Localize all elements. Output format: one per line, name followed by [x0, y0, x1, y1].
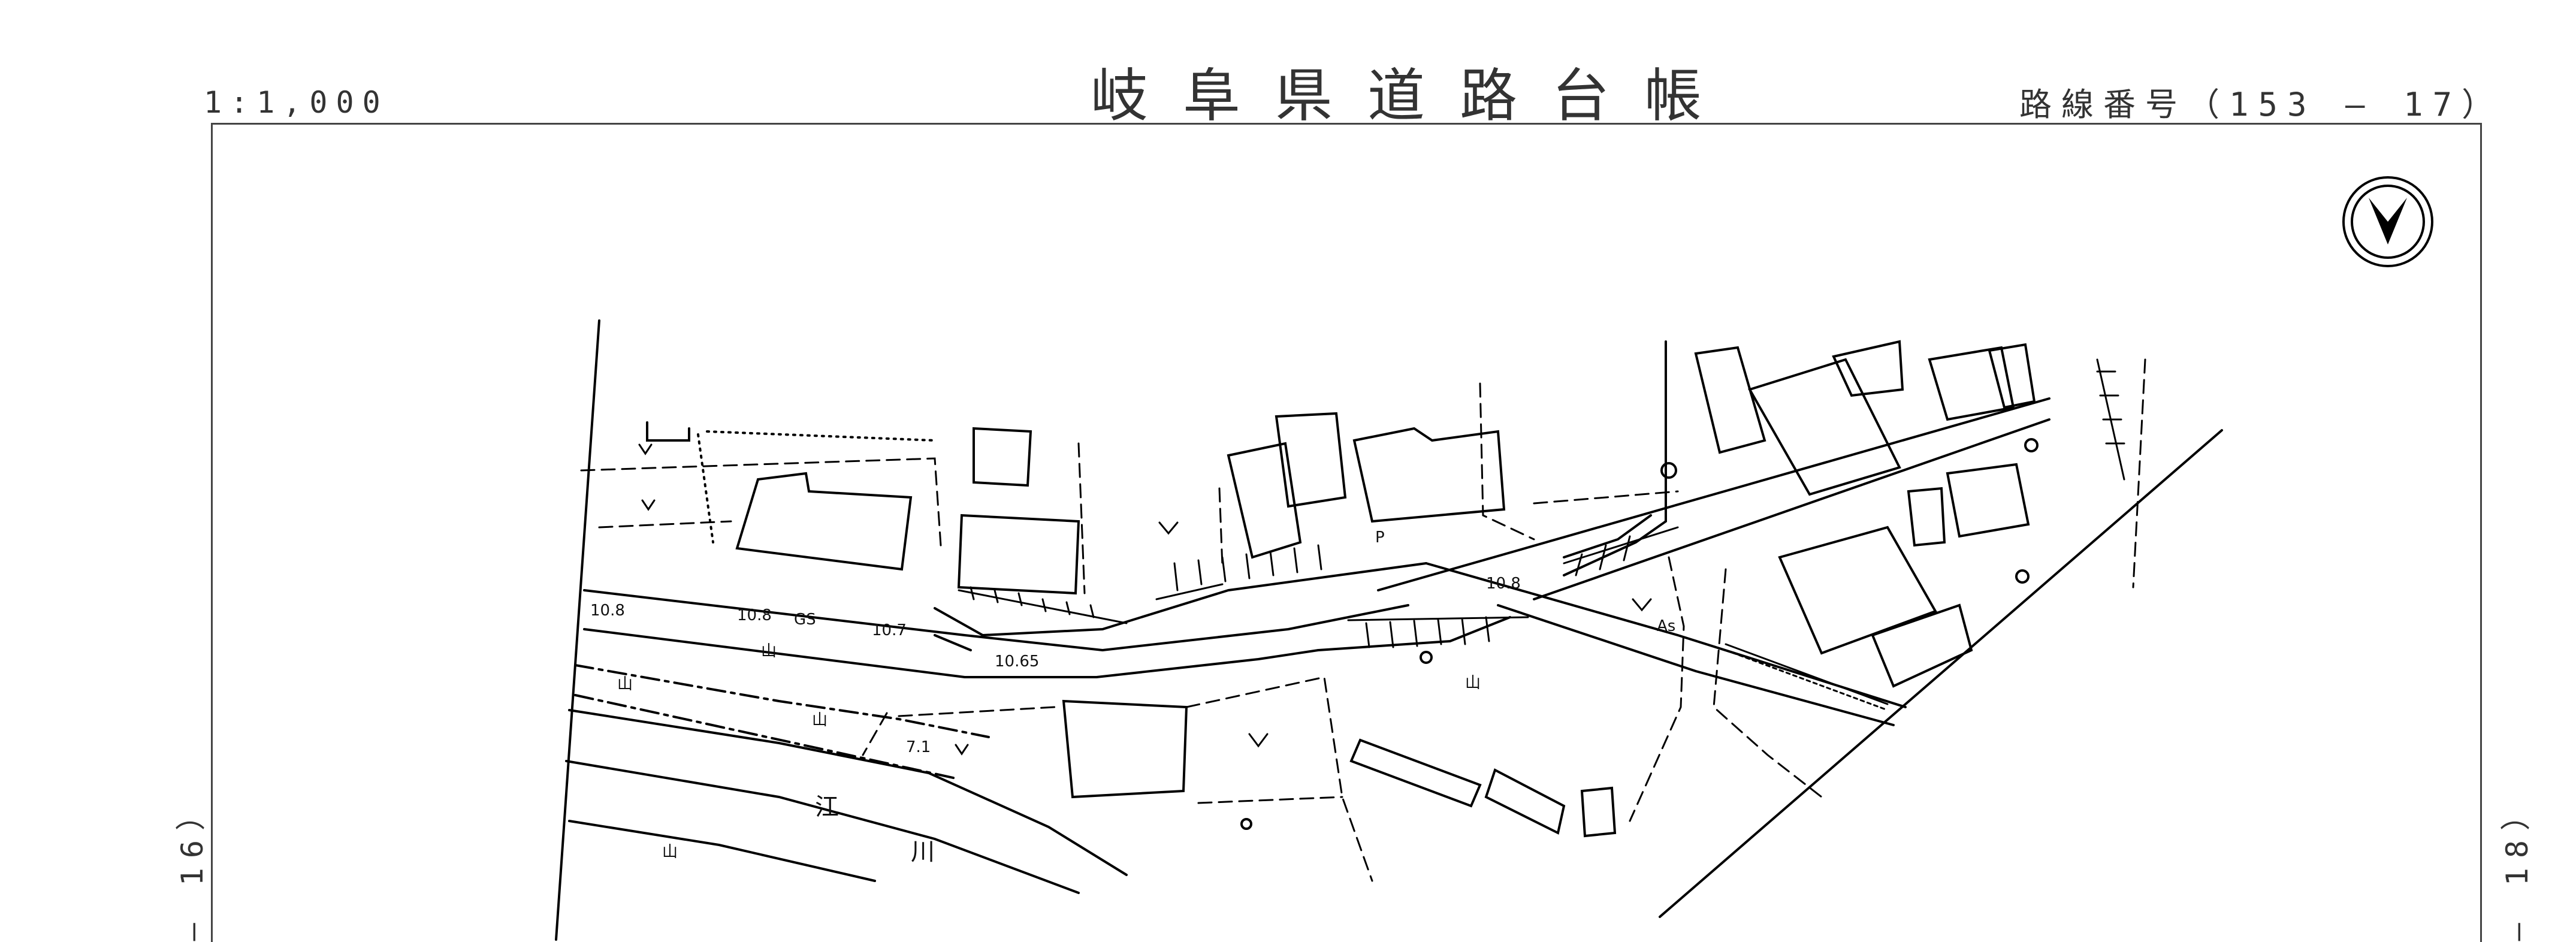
mountain-forest-symbol-icon: 山 [617, 675, 633, 693]
building [973, 427, 1032, 487]
building [1694, 346, 1766, 454]
building [1062, 699, 1188, 799]
river-name-label: 江 [815, 793, 839, 821]
building [957, 514, 1080, 595]
building [1871, 603, 1973, 688]
retaining-wall [1725, 643, 1889, 711]
label-gs: GS [794, 611, 816, 629]
building [1928, 346, 2015, 421]
route-number: 路線番号（153 — 17） [2019, 86, 2504, 123]
building [1832, 340, 1904, 397]
mountain-forest-symbol-icon: 山 [761, 642, 777, 660]
mountain-forest-symbol-icon: 山 [662, 843, 678, 861]
pavement-label: As [1657, 617, 1675, 635]
elevation-label: 7.1 [906, 738, 931, 756]
river-channel [565, 664, 1128, 894]
building [1275, 412, 1347, 508]
sheet-match-line-left [555, 319, 600, 941]
elevation-label: 10.7 [872, 621, 907, 639]
building [1352, 427, 1506, 523]
map-frame [211, 123, 2482, 942]
mountain-forest-symbol-icon: 山 [1465, 674, 1481, 692]
buildings [646, 340, 2036, 838]
river-name-label: 川 [911, 838, 935, 866]
building [1484, 768, 1566, 835]
fence-line [706, 430, 936, 442]
elevation-label: 10.8 [590, 602, 625, 620]
building [1349, 738, 1482, 808]
map-scale: 1:1,000 [204, 85, 389, 120]
elevation-label: 10.8 [1486, 575, 1521, 593]
elevation-label: 10.65 [995, 653, 1039, 671]
elevation-label: 10.8 [737, 606, 772, 624]
page-title: 岐阜県道路台帳 [1091, 62, 1737, 129]
field-symbol-icon [638, 443, 1652, 756]
sheet-match-line-right [1659, 429, 2223, 918]
building [1988, 343, 2036, 409]
branch-road [1377, 340, 2050, 600]
building [1778, 526, 1937, 655]
building [1227, 442, 1302, 559]
building [1907, 487, 1946, 547]
building [1580, 786, 1617, 838]
building [1748, 358, 1901, 496]
prefectural-road [583, 562, 1907, 726]
property-lines [580, 358, 2146, 882]
map-labels: 10.8 10.8 GS 10.7 10.65 10.8 7.1 As P 江 … [590, 529, 1675, 866]
building [1946, 463, 2030, 538]
mountain-forest-symbol-icon: 山 [812, 711, 828, 729]
label-p: P [1375, 529, 1385, 547]
north-arrow-icon [2342, 176, 2433, 267]
embankment-hatching [958, 358, 2125, 648]
building [735, 472, 913, 571]
